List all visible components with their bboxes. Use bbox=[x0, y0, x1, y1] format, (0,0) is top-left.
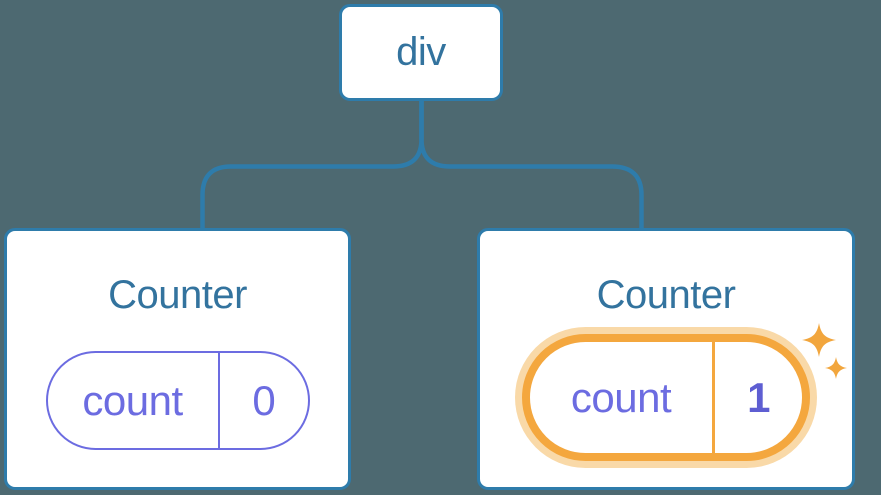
root-div-node: div bbox=[339, 4, 503, 101]
state-pill-highlighted: count 1 bbox=[522, 334, 810, 461]
connector-left-branch bbox=[200, 100, 424, 229]
state-value-cell: 1 bbox=[747, 373, 770, 421]
component-name: Counter bbox=[108, 273, 247, 317]
state-key-cell: count bbox=[82, 376, 183, 424]
sparkle-large-icon bbox=[802, 323, 836, 357]
state-pill: count 0 bbox=[45, 351, 310, 450]
counter-card-right: Counter count 1 bbox=[477, 228, 855, 490]
component-name: Counter bbox=[596, 273, 736, 317]
counter-card-left: Counter count 0 bbox=[4, 228, 351, 490]
state-value-cell: 0 bbox=[252, 376, 276, 424]
connector-right-branch bbox=[419, 100, 644, 229]
root-node-label: div bbox=[396, 30, 446, 74]
sparkle-small-icon bbox=[825, 357, 847, 379]
state-key-cell: count bbox=[570, 373, 672, 421]
pill-divider bbox=[712, 342, 715, 453]
pill-divider bbox=[217, 353, 220, 448]
